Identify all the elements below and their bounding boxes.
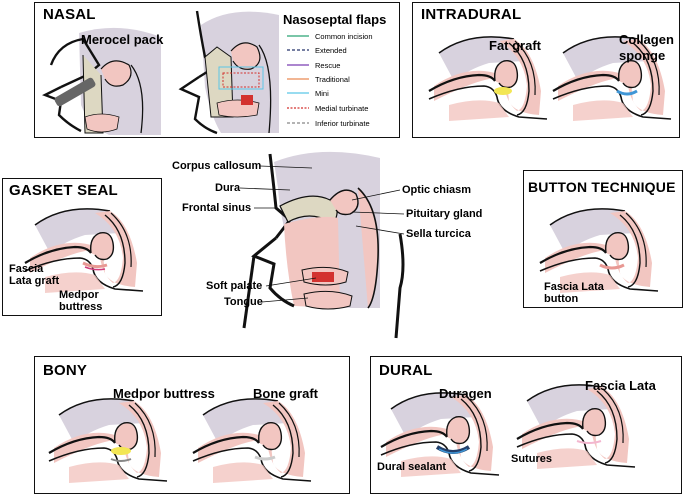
fascia-lata-graft-label-line2: Lata graft xyxy=(9,275,60,287)
gasket-seal-drawing xyxy=(23,207,145,295)
panel-title-button-technique: BUTTON TECHNIQUE xyxy=(528,179,676,195)
panel-gasket-seal: GASKET SEAL Fascia Lata graft Medpor but… xyxy=(2,178,162,316)
legend-item-common-incision: Common incision xyxy=(315,32,373,41)
label-tongue: Tongue xyxy=(224,296,263,308)
fascia-lata-label: Fascia Lata xyxy=(585,378,656,393)
panel-title-nasal: NASAL xyxy=(43,6,96,23)
medpor-buttress-label-line2: buttress xyxy=(59,301,103,313)
panel-title-gasket-seal: GASKET SEAL xyxy=(9,182,118,199)
medpor-buttress-label-line1: Medpor xyxy=(59,289,99,301)
label-corpus-callosum: Corpus callosum xyxy=(172,160,262,172)
dural-duragen-drawing xyxy=(379,391,501,479)
collagen-sponge-label-line2: sponge xyxy=(619,48,666,63)
intradural-collagen-drawing xyxy=(551,35,673,123)
medpor-buttress-label: Medpor buttress xyxy=(113,386,215,401)
legend-item-rescue: Rescue xyxy=(315,61,341,70)
dural-sealant-label: Dural sealant xyxy=(377,461,447,473)
label-soft-palate: Soft palate xyxy=(206,280,263,292)
bone-graft-label: Bone graft xyxy=(253,386,318,401)
legend-item-medial-turbinate: Medial turbinate xyxy=(315,104,369,113)
fat-graft-label: Fat graft xyxy=(489,38,541,53)
fascia-lata-graft-label-line1: Fascia xyxy=(9,263,44,275)
panel-bony: BONY Medpor buttress Bone graft xyxy=(34,356,350,494)
label-sella-turcica: Sella turcica xyxy=(406,228,471,240)
label-pituitary-gland: Pituitary gland xyxy=(406,208,483,220)
dural-fascia-drawing xyxy=(515,383,637,471)
nasoseptal-flaps-label: Nasoseptal flaps xyxy=(283,12,387,27)
legend-item-mini: Mini xyxy=(315,89,329,98)
fascia-lata-button-label-line2: button xyxy=(544,293,579,305)
panel-title-bony: BONY xyxy=(43,362,88,379)
panel-dural: DURAL Duragen Dural sealant Fascia Lata … xyxy=(370,356,682,494)
intradural-fat-drawing xyxy=(427,35,549,123)
button-technique-drawing xyxy=(538,207,660,295)
panel-button-technique: BUTTON TECHNIQUE Fascia Lata button xyxy=(523,170,683,308)
legend-item-extended: Extended xyxy=(315,46,347,55)
fascia-lata-button-label-line1: Fascia Lata xyxy=(544,281,604,293)
duragen-label: Duragen xyxy=(439,386,492,401)
label-frontal-sinus: Frontal sinus xyxy=(182,202,252,214)
panel-intradural: INTRADURAL Fat graft Collagen sponge xyxy=(412,2,680,138)
bony-medpor-drawing xyxy=(47,397,169,485)
central-head-drawing xyxy=(242,151,405,339)
legend-item-traditional: Traditional xyxy=(315,75,350,84)
label-optic-chiasm: Optic chiasm xyxy=(402,184,472,196)
legend-item-inferior-turbinate: Inferior turbinate xyxy=(315,119,370,128)
collagen-sponge-label-line1: Collagen xyxy=(619,32,674,47)
panel-title-intradural: INTRADURAL xyxy=(421,6,522,23)
sutures-label: Sutures xyxy=(511,453,552,465)
panel-nasal: NASAL Merocel pack Nasoseptal flaps xyxy=(34,2,400,138)
label-dura: Dura xyxy=(215,182,241,194)
panel-title-dural: DURAL xyxy=(379,362,433,379)
nasal-merocel-drawing xyxy=(42,27,161,135)
flaps-legend-lines xyxy=(287,35,309,124)
nasal-flaps-drawing xyxy=(178,10,279,135)
merocel-pack-label: Merocel pack xyxy=(81,32,164,47)
bony-bone-graft-drawing xyxy=(191,397,313,485)
